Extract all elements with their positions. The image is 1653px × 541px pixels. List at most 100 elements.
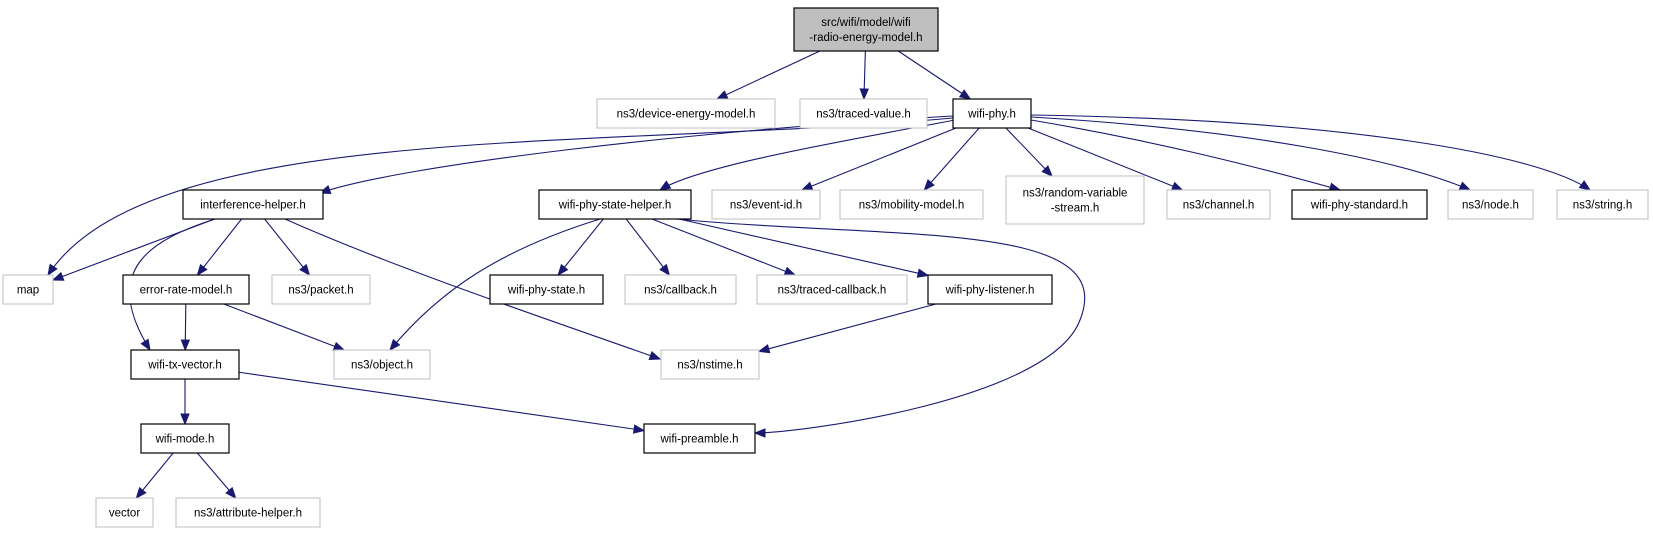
edge-line <box>196 452 231 492</box>
node-label: ns3/object.h <box>351 360 413 372</box>
node-box <box>643 423 756 454</box>
edge-line <box>810 127 957 188</box>
arrowhead <box>923 178 935 192</box>
node-label: map <box>17 285 39 297</box>
node-label: ns3/string.h <box>1573 200 1632 212</box>
node-box <box>660 349 760 380</box>
arrowhead <box>135 486 147 500</box>
node-box <box>95 497 154 528</box>
node-interference-helper[interactable]: interference-helper.h <box>182 189 324 220</box>
node-error-rate-model[interactable]: error-rate-model.h <box>122 274 250 305</box>
edge-error-rate-model-to-object <box>223 303 346 351</box>
node-box <box>952 98 1032 129</box>
node-wifi-phy-state-helper[interactable]: wifi-phy-state-helper.h <box>538 189 692 220</box>
edge-line <box>284 218 661 360</box>
edge-line <box>202 218 243 269</box>
node-box <box>489 274 604 305</box>
node-wifi-preamble[interactable]: wifi-preamble.h <box>643 423 756 454</box>
node-root[interactable]: src/wifi/model/wifi -radio-energy-model.h <box>793 7 939 52</box>
node-label: src/wifi/model/wifi <box>821 17 910 29</box>
arrowhead <box>715 90 729 100</box>
node-wifi-phy-standard[interactable]: wifi-phy-standard.h <box>1291 189 1428 220</box>
edge-line <box>659 119 956 191</box>
edge-line <box>724 50 821 96</box>
node-box <box>793 7 939 52</box>
arrowhead <box>648 351 662 360</box>
edge-wifi-phy-listener-to-nstime <box>757 303 937 354</box>
node-label: ns3/node.h <box>1462 200 1519 212</box>
node-box <box>175 497 321 528</box>
node-box <box>140 423 230 454</box>
edge-line <box>863 50 866 91</box>
node-label: interference-helper.h <box>200 200 305 212</box>
node-wifi-tx-vector[interactable]: wifi-tx-vector.h <box>130 349 240 380</box>
arrowhead <box>800 181 814 191</box>
node-attribute-helper: ns3/attribute-helper.h <box>175 497 321 528</box>
node-nstime: ns3/nstime.h <box>660 349 760 380</box>
edge-wifi-phy-state-helper-to-traced-callback <box>651 218 797 276</box>
node-label: vector <box>109 508 140 520</box>
edge-root-to-traced-value <box>859 50 869 101</box>
node-random-variable: ns3/random-variable-stream.h <box>1005 175 1145 225</box>
edge-line <box>389 218 601 351</box>
arrowhead <box>659 263 671 277</box>
edge-wifi-phy-to-map <box>47 117 954 277</box>
edge-wifi-mode-to-vector <box>135 452 174 500</box>
node-wifi-mode[interactable]: wifi-mode.h <box>140 423 230 454</box>
node-mobility-model: ns3/mobility-model.h <box>839 189 984 220</box>
edge-line <box>767 303 937 350</box>
arrowhead <box>51 271 65 281</box>
arrowhead <box>389 338 401 352</box>
edge-line <box>1030 116 1471 191</box>
edge-line <box>1005 127 1047 170</box>
node-wifi-phy-listener[interactable]: wifi-phy-listener.h <box>927 274 1053 305</box>
arrowhead <box>753 428 766 438</box>
node-layer: src/wifi/model/wifi -radio-energy-model.h… <box>2 7 1649 528</box>
node-label: ns3/device-energy-model.h <box>617 109 756 121</box>
node-box <box>182 189 324 220</box>
arrowhead <box>958 89 972 100</box>
edge-line <box>223 303 336 348</box>
edge-wifi-phy-state-helper-to-object <box>389 218 601 352</box>
node-box <box>711 189 821 220</box>
node-label: wifi-phy-listener.h <box>945 285 1035 297</box>
arrowhead <box>180 413 190 426</box>
node-box <box>927 274 1053 305</box>
arrowhead <box>299 263 311 277</box>
arrowhead <box>47 263 58 277</box>
node-box <box>1556 189 1649 220</box>
node-label: ns3/packet.h <box>288 285 353 297</box>
arrowhead <box>1458 181 1472 191</box>
node-label: ns3/mobility-model.h <box>859 200 964 212</box>
edge-wifi-phy-to-string <box>1030 114 1592 191</box>
node-box <box>538 189 692 220</box>
edge-error-rate-model-to-wifi-tx-vector <box>180 303 191 352</box>
arrowhead <box>859 88 869 101</box>
node-box <box>122 274 250 305</box>
node-box <box>1005 175 1145 225</box>
node-wifi-phy-state[interactable]: wifi-phy-state.h <box>489 274 604 305</box>
edge-wifi-phy-to-random-variable <box>1005 127 1053 177</box>
edge-wifi-phy-state-helper-to-wifi-phy-listener <box>678 218 930 278</box>
arrowhead <box>1170 181 1184 191</box>
arrowhead <box>225 486 237 500</box>
edge-line <box>141 452 174 492</box>
node-box <box>2 274 54 305</box>
edge-wifi-phy-state-helper-to-wifi-phy-state <box>557 218 604 277</box>
node-wifi-phy[interactable]: wifi-phy.h <box>952 98 1032 129</box>
node-label: -stream.h <box>1051 203 1100 215</box>
edge-interference-helper-to-nstime <box>284 218 662 360</box>
node-label: -radio-energy-model.h <box>809 32 922 44</box>
arrowhead <box>557 263 569 277</box>
node-box <box>130 349 240 380</box>
node-label: error-rate-model.h <box>140 285 233 297</box>
arrowhead <box>1578 180 1592 191</box>
node-label: wifi-preamble.h <box>660 434 739 446</box>
node-label: ns3/callback.h <box>644 285 717 297</box>
node-callback: ns3/callback.h <box>624 274 737 305</box>
node-box <box>756 274 908 305</box>
node-box <box>624 274 737 305</box>
edge-wifi-mode-to-attribute-helper <box>196 452 237 500</box>
node-box <box>1291 189 1428 220</box>
edge-root-to-wifi-phy <box>897 50 972 100</box>
